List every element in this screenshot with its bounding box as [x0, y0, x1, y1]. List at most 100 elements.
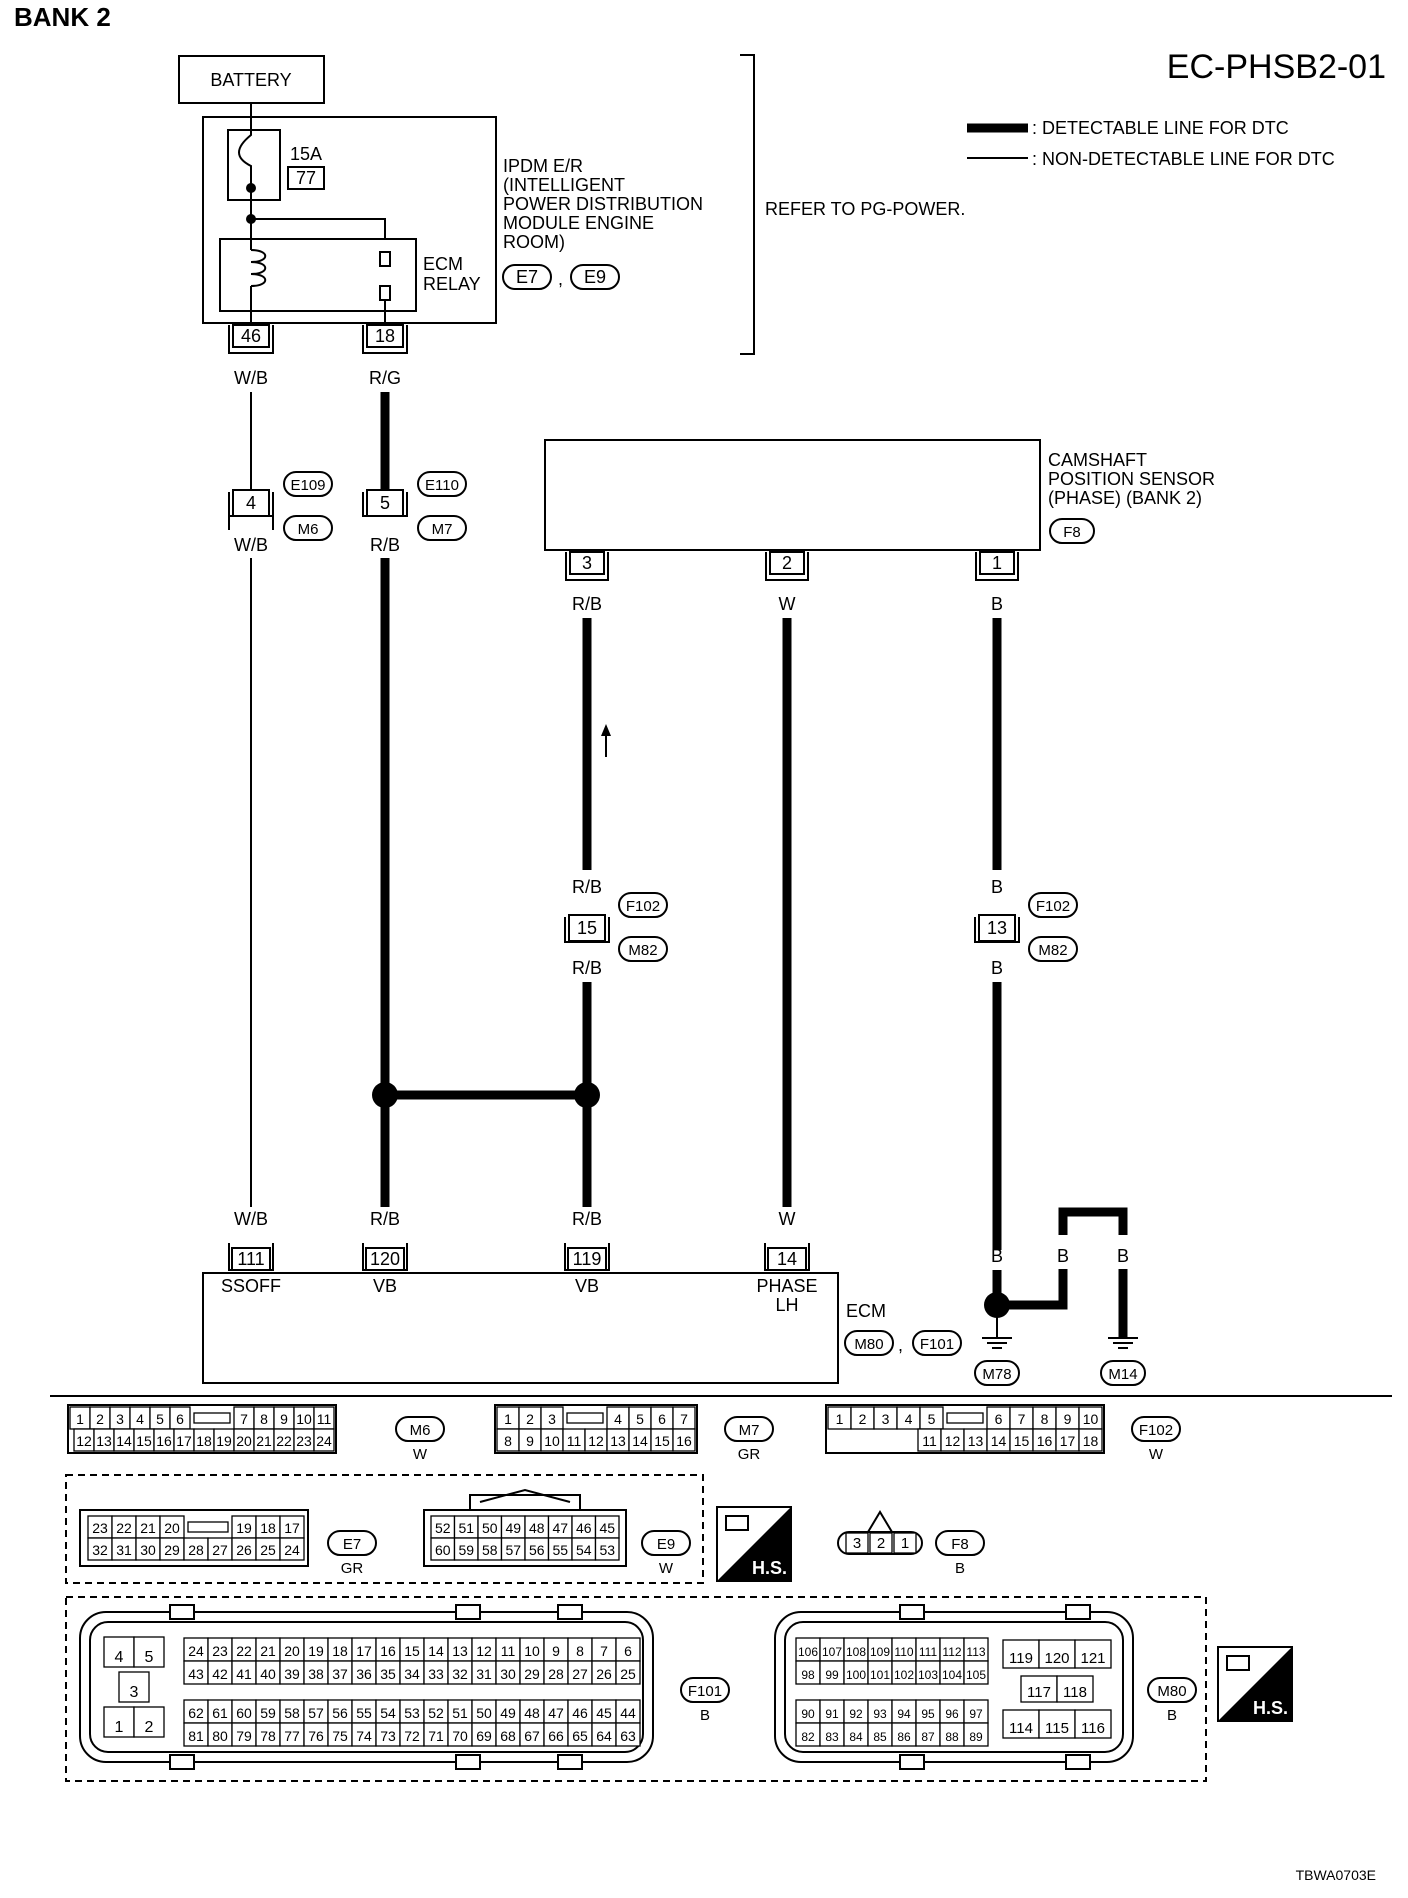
pin-m6-18: 18: [196, 1433, 212, 1449]
face-f101-id: F101: [688, 1683, 722, 1700]
pin-m7-7: 7: [680, 1411, 688, 1427]
pin-m6-14: 14: [116, 1433, 132, 1449]
pin-m6-9: 9: [280, 1411, 288, 1427]
pin-e9-49: 49: [505, 1520, 521, 1536]
pin-f101-64: 64: [596, 1728, 612, 1744]
pin-e9-53-cell: [594, 1537, 620, 1561]
pin-f8-1: 1: [901, 1535, 909, 1552]
pin-m80-96: 96: [945, 1707, 959, 1721]
pin-f102-12: 12: [945, 1433, 961, 1449]
pin-e9-51: 51: [458, 1520, 474, 1536]
pin-f101-20: 20: [284, 1643, 300, 1659]
face-m80-color: B: [1167, 1707, 1177, 1724]
pin-f101-4: 4: [115, 1649, 124, 1666]
pin-f102-6: 6: [995, 1411, 1003, 1427]
pin-f101-51: 51: [452, 1705, 468, 1721]
label-m14: M14: [1108, 1366, 1137, 1383]
connector-key: [193, 1412, 231, 1424]
pin-m80-111: 111: [919, 1645, 938, 1659]
pin-m7-5: 5: [636, 1411, 644, 1427]
pin-f101-3: 3: [130, 1684, 139, 1701]
pin-f101-14: 14: [428, 1643, 444, 1659]
pin-f101-12: 12: [476, 1643, 492, 1659]
ecm: SSOFF VB VB PHASE LH ECM M80 , F101: [202, 1272, 962, 1384]
ipdm-name-4: MODULE ENGINE: [503, 213, 654, 233]
pin-m80-115-cell: [1038, 1709, 1076, 1739]
pin-m7-14: 14: [632, 1433, 648, 1449]
pin-f101-65: 65: [572, 1728, 588, 1744]
pin-m80-105: 105: [966, 1668, 986, 1682]
pin-m6-12: 12: [76, 1433, 92, 1449]
pin-e7-26: 26: [236, 1542, 252, 1558]
pin-m7-15: 15: [654, 1433, 670, 1449]
pin-f102-18: 18: [1083, 1433, 1099, 1449]
pin-m6-15: 15: [136, 1433, 152, 1449]
face-e7-id: E7: [343, 1536, 361, 1553]
battery-label: BATTERY: [210, 70, 291, 90]
pin-m6-8: 8: [260, 1411, 268, 1427]
label-f102-a: F102: [626, 898, 660, 915]
ecm-term-vb-1: VB: [373, 1276, 397, 1296]
pin-m7-16-cell: [672, 1428, 696, 1452]
pin-e7-25: 25: [260, 1542, 276, 1558]
harness-connector-icon-2: [1226, 1655, 1250, 1671]
pin-f101-39: 39: [284, 1666, 300, 1682]
relay-label-1: ECM: [423, 254, 463, 274]
pin-m80-117: 117: [1027, 1684, 1051, 1701]
wire-color-wb-1: W/B: [234, 368, 268, 388]
pin-m80-106: 106: [798, 1645, 818, 1659]
pin-f101-43: 43: [188, 1666, 204, 1682]
pin-f101-33: 33: [428, 1666, 444, 1682]
fuse-element: [238, 117, 252, 188]
wire-color-b-6: B: [1117, 1246, 1129, 1266]
face-m6-id: M6: [410, 1422, 431, 1439]
pin-f101-1: 1: [115, 1719, 124, 1736]
pin-f101-52: 52: [428, 1705, 444, 1721]
pin-m6-22: 22: [276, 1433, 292, 1449]
pin-f101-46: 46: [572, 1705, 588, 1721]
ecm-term-vb-2: VB: [575, 1276, 599, 1296]
pin-f101-80: 80: [212, 1728, 228, 1744]
pin-m80-93: 93: [873, 1707, 887, 1721]
pin-f101-47: 47: [548, 1705, 564, 1721]
dashed-box-f101-m80: [65, 1596, 1207, 1782]
pin-e9-45: 45: [599, 1520, 615, 1536]
pin-m7-12: 12: [588, 1433, 604, 1449]
pin-f101-17: 17: [356, 1643, 372, 1659]
pin-e7-32: 32: [92, 1542, 108, 1558]
pin-f101-70: 70: [452, 1728, 468, 1744]
pin-m7-13: 13: [610, 1433, 626, 1449]
label-f101: F101: [920, 1336, 954, 1353]
pin-m6-1: 1: [76, 1411, 84, 1427]
pin-1: 1: [992, 553, 1002, 573]
pin-m6-10: 10: [296, 1411, 312, 1427]
ipdm-name-2: (INTELLIGENT: [503, 175, 625, 195]
pin-f101-36: 36: [356, 1666, 372, 1682]
wire-color-wb-2: W/B: [234, 535, 268, 555]
pin-f101-45: 45: [596, 1705, 612, 1721]
pin-m80-115: 115: [1045, 1720, 1069, 1737]
fuse-amp: 15A: [290, 144, 322, 164]
label-e110: E110: [425, 477, 459, 494]
wire-color-rb-3: R/B: [572, 877, 602, 897]
pin-119: 119: [573, 1249, 602, 1269]
pin-m7-11: 11: [567, 1433, 582, 1449]
pin-e9-48: 48: [529, 1520, 545, 1536]
pin-e7-23: 23: [92, 1520, 108, 1536]
label-m80: M80: [854, 1336, 883, 1353]
pin-f101-75: 75: [332, 1728, 348, 1744]
pin-m6-13: 13: [96, 1433, 112, 1449]
wire-color-rb-5: R/B: [370, 1209, 400, 1229]
legend: : DETECTABLE LINE FOR DTC : NON-DETECTAB…: [967, 118, 1335, 169]
pin-m80-101: 101: [870, 1668, 890, 1682]
relay-contact-upper: [379, 251, 391, 267]
cmp-name-3: (PHASE) (BANK 2): [1048, 488, 1202, 508]
pin-m80-119: 119: [1009, 1650, 1033, 1667]
relay-label-2: RELAY: [423, 274, 481, 294]
pin-111: 111: [237, 1249, 264, 1269]
pin-f101-2: 2: [145, 1719, 154, 1736]
pin-m7-2: 2: [526, 1411, 534, 1427]
refer-text: REFER TO PG-POWER.: [765, 199, 965, 219]
pin-f101-13: 13: [452, 1643, 468, 1659]
